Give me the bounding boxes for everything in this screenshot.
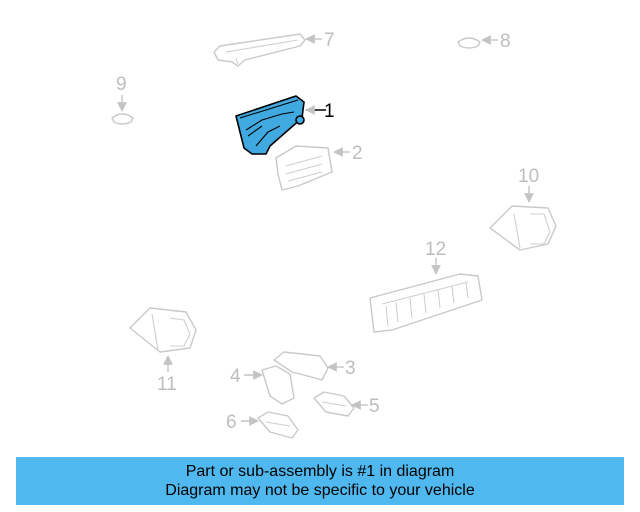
banner-line-1: Part or sub-assembly is #1 in diagram — [185, 463, 455, 480]
part-2[interactable]: 2 — [275, 143, 363, 191]
part-1-highlighted[interactable]: 1 — [235, 95, 335, 155]
callout-4: 4 — [230, 366, 241, 387]
banner-line-2: Diagram may not be specific to your vehi… — [165, 482, 475, 499]
part-3[interactable]: 3 — [273, 351, 356, 381]
part-11[interactable]: 11 — [129, 307, 197, 395]
callout-5: 5 — [369, 396, 380, 417]
parts-diagram: 7 8 9 1 2 10 12 — [111, 30, 557, 439]
part-7[interactable]: 7 — [213, 30, 335, 67]
callout-8: 8 — [500, 31, 511, 52]
callout-2: 2 — [352, 143, 363, 164]
callout-1: 1 — [324, 101, 335, 122]
part-10[interactable]: 10 — [489, 166, 557, 251]
callout-9: 9 — [116, 74, 127, 95]
callout-7: 7 — [324, 30, 335, 51]
callout-3: 3 — [345, 358, 356, 379]
part-12[interactable]: 12 — [369, 239, 483, 333]
callout-11: 11 — [157, 374, 177, 395]
info-banner: Part or sub-assembly is #1 in diagram Di… — [16, 457, 624, 505]
callout-6: 6 — [226, 412, 237, 433]
part-8[interactable]: 8 — [457, 31, 511, 52]
part-4[interactable]: 4 — [230, 365, 295, 405]
callout-10: 10 — [518, 166, 539, 187]
part-9[interactable]: 9 — [111, 74, 134, 125]
callout-12: 12 — [425, 239, 446, 260]
part-6[interactable]: 6 — [226, 411, 299, 439]
part-5[interactable]: 5 — [313, 391, 380, 417]
